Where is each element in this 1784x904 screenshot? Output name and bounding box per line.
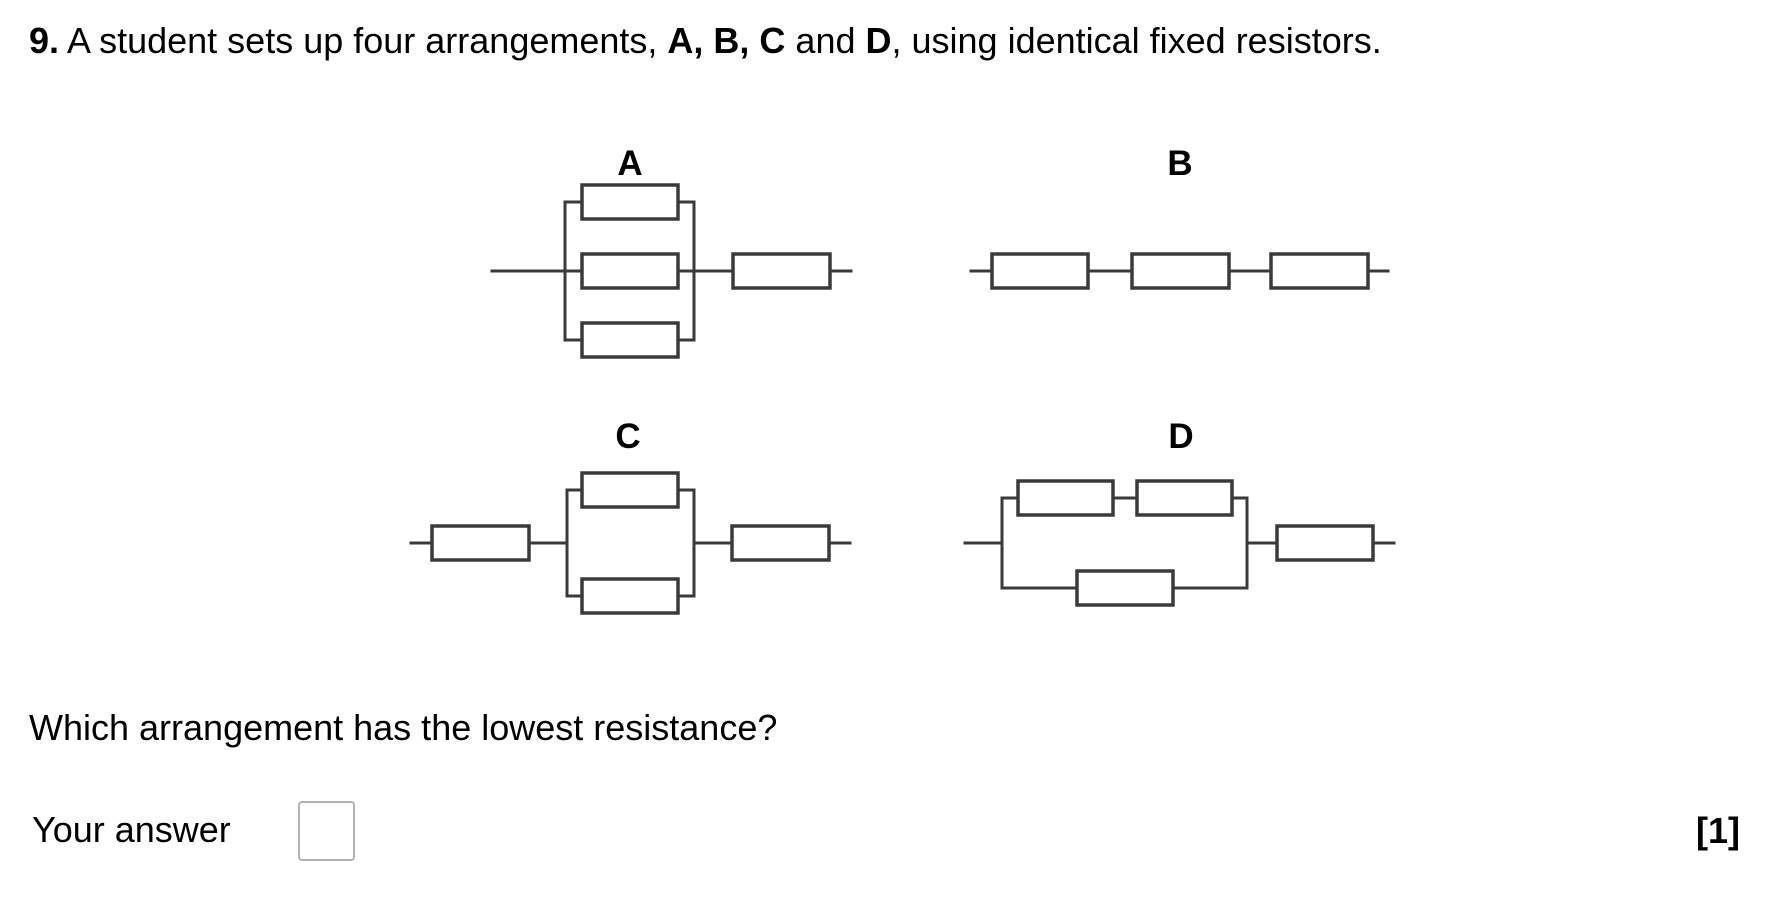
circuit-diagram-d bbox=[963, 479, 1396, 607]
resistor bbox=[990, 252, 1090, 290]
marks-badge: [1] bbox=[1696, 810, 1740, 851]
question-text-part1: A student sets up four arrangements, bbox=[59, 20, 668, 61]
circuit-diagram-a bbox=[490, 183, 853, 359]
resistor bbox=[580, 252, 680, 290]
question-prompt: Which arrangement has the lowest resista… bbox=[29, 707, 778, 748]
answer-input[interactable] bbox=[298, 801, 355, 861]
resistor bbox=[1135, 479, 1234, 517]
circuit-diagram-b bbox=[969, 252, 1390, 290]
question-number: 9. bbox=[29, 20, 60, 61]
resistor bbox=[1130, 252, 1231, 290]
answer-label: Your answer bbox=[32, 809, 231, 850]
circuit-d-label: D bbox=[1168, 417, 1194, 456]
resistor bbox=[580, 577, 680, 615]
circuit-diagram-c bbox=[409, 471, 852, 615]
question-text-part2: and bbox=[785, 20, 866, 61]
resistor bbox=[1269, 252, 1370, 290]
question-text: 9. A student sets up four arrangements, … bbox=[29, 19, 1382, 62]
resistor bbox=[580, 471, 680, 509]
resistor bbox=[1016, 479, 1115, 517]
circuit-b-label: B bbox=[1167, 144, 1193, 183]
circuit-c-label: C bbox=[615, 417, 641, 456]
resistor bbox=[430, 524, 531, 562]
arrangement-labels-abc: A, B, C bbox=[667, 20, 786, 61]
resistor bbox=[730, 524, 831, 562]
arrangement-label-d: D bbox=[865, 20, 892, 61]
resistor bbox=[580, 183, 680, 221]
resistor bbox=[580, 321, 680, 359]
resistor bbox=[731, 252, 832, 290]
circuit-a-label: A bbox=[617, 144, 643, 183]
resistor bbox=[1275, 524, 1375, 562]
question-text-part3: , using identical fixed resistors. bbox=[891, 20, 1382, 61]
resistor bbox=[1075, 569, 1175, 607]
